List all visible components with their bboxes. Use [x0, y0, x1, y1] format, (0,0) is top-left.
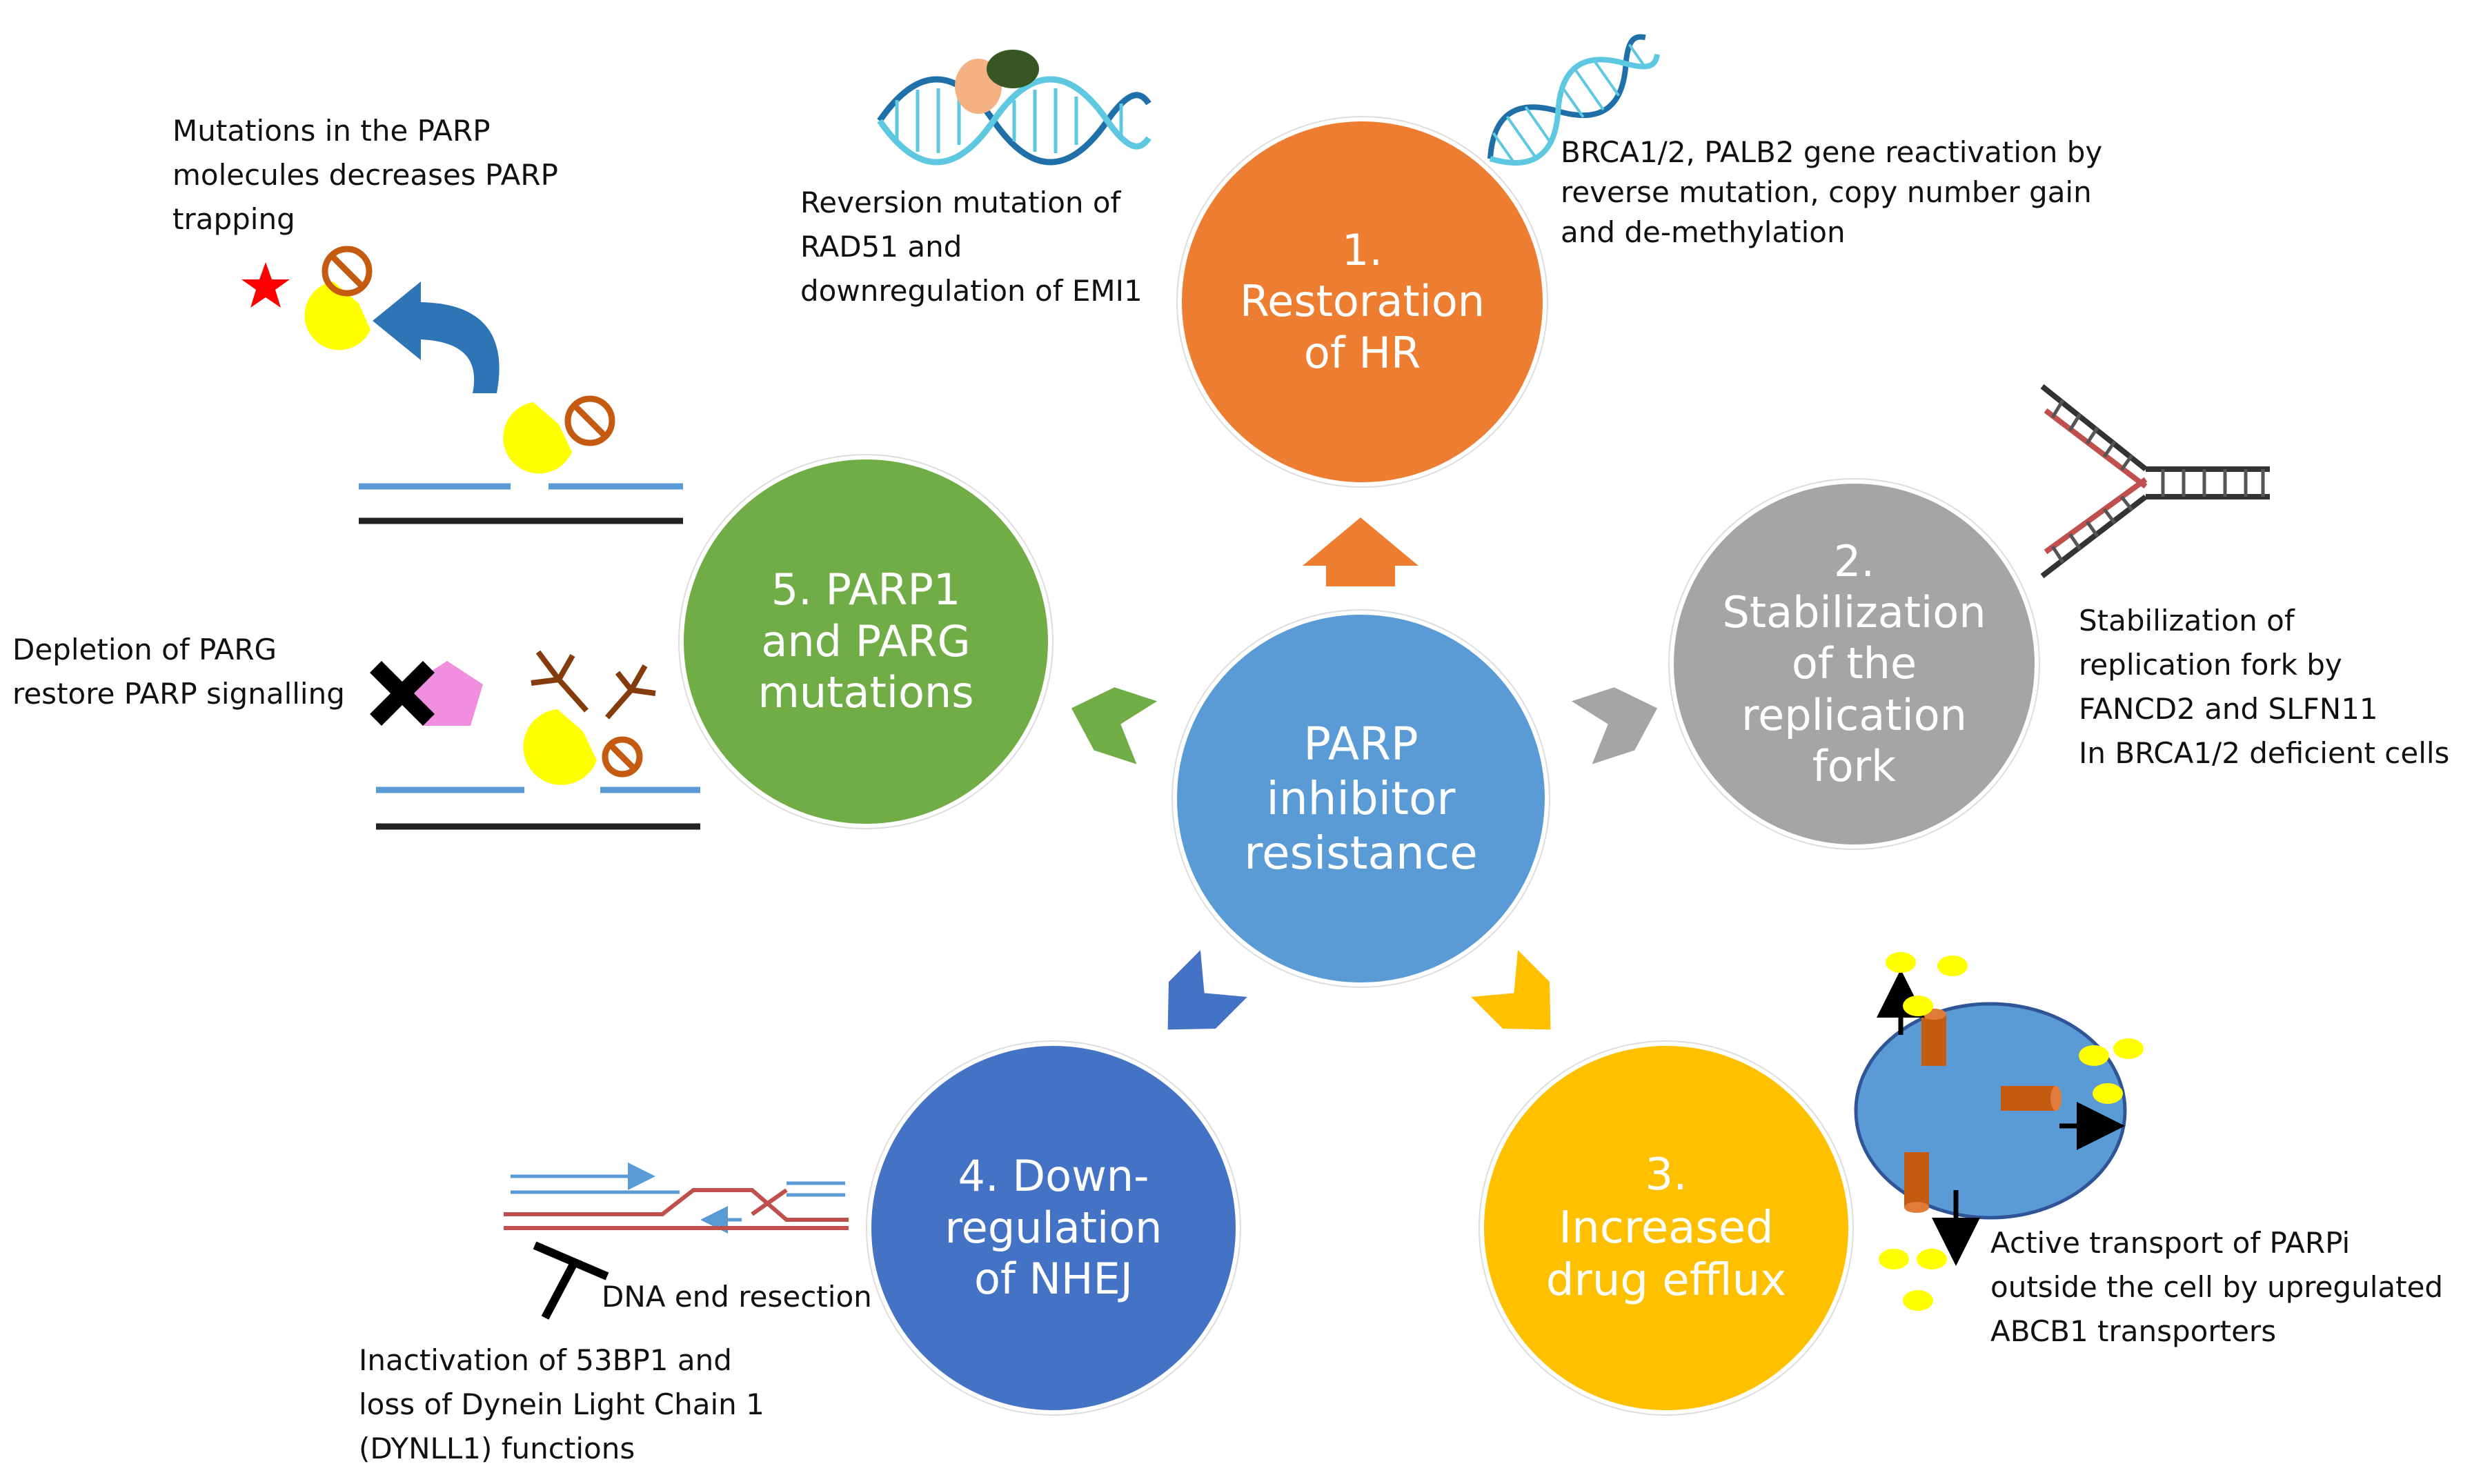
mechanism-4-line-3: of NHEJ	[974, 1254, 1133, 1305]
mechanism-4-line-1: 4. Down-	[958, 1151, 1149, 1202]
par-chain-icon	[531, 650, 656, 720]
mechanism-3-line-3: drug efflux	[1545, 1255, 1787, 1307]
note-nhej-line-3: (DYNLL1) functions	[359, 1432, 635, 1465]
protein-blob-icon	[955, 50, 1039, 114]
dna-helix-icon	[877, 76, 1151, 166]
arrow-down-left	[1167, 950, 1247, 1030]
center-line-2: inhibitor	[1266, 771, 1456, 825]
note-parp-mutation: Mutations in the PARP molecules decrease…	[172, 109, 558, 241]
star-icon	[241, 262, 290, 308]
note-nhej-line-2: loss of Dynein Light Chain 1	[359, 1387, 764, 1421]
curved-arrow-icon	[373, 281, 500, 393]
note-fork: Stabilization of replication fork by FAN…	[2079, 599, 2449, 775]
note-efflux-line-2: outside the cell by upregulated	[1990, 1270, 2444, 1304]
note-parg-line-1: Depletion of PARG	[12, 633, 277, 666]
arrow-left	[1071, 687, 1158, 764]
mechanism-5-line-1: 5. PARP1	[771, 564, 961, 615]
arrow-down-right	[1471, 950, 1551, 1030]
drug-molecules	[1879, 952, 2144, 1311]
mechanism-3-line-2: Increased	[1559, 1202, 1774, 1254]
note-fork-line-1: Stabilization of	[2079, 604, 2295, 637]
mechanism-5-line-2: and PARG	[761, 615, 971, 666]
mechanism-1-line-1: 1.	[1341, 224, 1383, 275]
mechanism-1-line-3: of HR	[1303, 327, 1421, 378]
arrow-up	[1303, 517, 1418, 586]
mechanism-3-circle: 3. Increased drug efflux	[1480, 1042, 1852, 1414]
center-line-1: PARP	[1303, 717, 1418, 771]
center-circle: PARP inhibitor resistance	[1173, 611, 1549, 987]
note-parg: Depletion of PARG restore PARP signallin…	[12, 628, 345, 716]
center-line-3: resistance	[1244, 827, 1478, 880]
x-mark-icon	[370, 661, 435, 726]
note-nhej-line-1: Inactivation of 53BP1 and	[359, 1343, 732, 1377]
mechanism-5-circle: 5. PARP1 and PARG mutations	[680, 455, 1052, 828]
note-resection: DNA end resection	[602, 1275, 872, 1319]
note-rad51-line-1: Reversion mutation of	[800, 186, 1121, 219]
note-brca-line-1: BRCA1/2, PALB2 gene reactivation by	[1561, 135, 2103, 169]
dna-helix-icon	[1487, 34, 1661, 166]
transporter-icon	[1904, 1009, 2061, 1213]
dna-strand-icon	[359, 483, 700, 830]
arrow-right	[1571, 687, 1658, 764]
fork-icon	[2040, 384, 2270, 579]
note-parg-line-2: restore PARP signalling	[12, 677, 345, 711]
note-parp-mutation-line-2: molecules decreases PARP	[172, 158, 558, 192]
note-fork-line-3: FANCD2 and SLFN11	[2079, 692, 2378, 726]
note-brca-line-3: and de-methylation	[1561, 215, 1846, 249]
mechanism-2-line-2: Stabilization	[1722, 586, 1986, 637]
efflux-arrows	[1877, 969, 2125, 1266]
note-fork-line-2: replication fork by	[2079, 648, 2342, 682]
mechanism-2-line-3: of the	[1791, 638, 1917, 689]
mechanism-3-line-1: 3.	[1645, 1149, 1688, 1200]
note-fork-line-4: In BRCA1/2 deficient cells	[2079, 736, 2450, 770]
mechanism-2-line-4: replication	[1741, 689, 1967, 740]
cell-icon	[1854, 1002, 2127, 1220]
note-brca-line-2: reverse mutation, copy number gain	[1561, 175, 2092, 209]
mechanism-2-line-5: fork	[1812, 741, 1897, 792]
note-brca: BRCA1/2, PALB2 gene reactivation by reve…	[1561, 132, 2102, 253]
mechanism-5-line-3: mutations	[758, 667, 974, 718]
note-efflux-line-3: ABCB1 transporters	[1990, 1314, 2277, 1348]
inhibitor-symbol-icon	[322, 246, 643, 778]
mechanism-2-line-1: 2.	[1833, 535, 1875, 586]
note-rad51: Reversion mutation of RAD51 and downregu…	[800, 181, 1143, 313]
mechanism-1-circle: 1. Restoration of HR	[1178, 117, 1547, 486]
note-parp-mutation-line-1: Mutations in the PARP	[172, 114, 491, 148]
inhibit-tbar-icon	[533, 1241, 609, 1320]
note-rad51-line-3: downregulation of EMI1	[800, 274, 1143, 308]
mechanism-2-circle: 2. Stabilization of the replication fork	[1670, 479, 2039, 849]
parp-pacman-icon	[304, 281, 597, 785]
dna-strand-icon	[504, 1163, 849, 1234]
note-resection-line-1: DNA end resection	[602, 1280, 872, 1314]
mechanism-4-circle: 4. Down- regulation of NHEJ	[867, 1042, 1240, 1414]
note-nhej: Inactivation of 53BP1 and loss of Dynein…	[359, 1338, 764, 1471]
mechanism-4-line-2: regulation	[945, 1202, 1163, 1253]
note-parp-mutation-line-3: trapping	[172, 202, 295, 236]
note-efflux: Active transport of PARPi outside the ce…	[1990, 1221, 2443, 1354]
note-efflux-line-1: Active transport of PARPi	[1990, 1226, 2351, 1260]
mechanism-1-line-2: Restoration	[1239, 276, 1485, 327]
note-rad51-line-2: RAD51 and	[800, 230, 962, 264]
